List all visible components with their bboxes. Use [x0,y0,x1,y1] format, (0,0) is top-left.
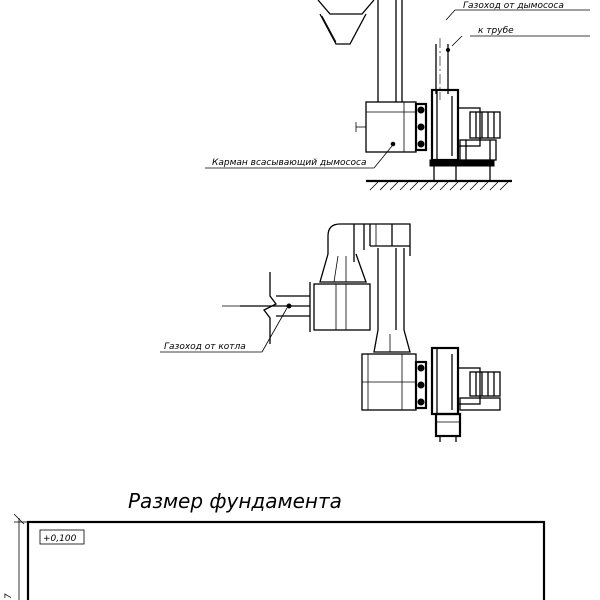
foundation-plan [13,513,546,600]
label-flue-from-boiler: Газоход от котла [164,342,246,352]
ground-hatching-icon [366,179,512,191]
label-flue-from-exhauster: Газоход от дымососа [463,1,564,11]
electric-motor-icon [429,111,501,180]
top-assembly [205,0,590,191]
hopper-cone [317,0,375,45]
label-to-chimney: к трубе [478,26,514,36]
side-dimension: 7 [4,593,14,599]
label-suction-pocket: Карман всасывающий дымососа [212,158,366,168]
fan-impeller-icon [430,88,481,162]
vertical-duct-top [377,0,403,102]
suction-pocket-box [355,101,417,153]
foundation-title: Размер фундамента [128,489,342,513]
level-mark: +0,100 [43,534,77,544]
middle-assembly [160,223,501,442]
